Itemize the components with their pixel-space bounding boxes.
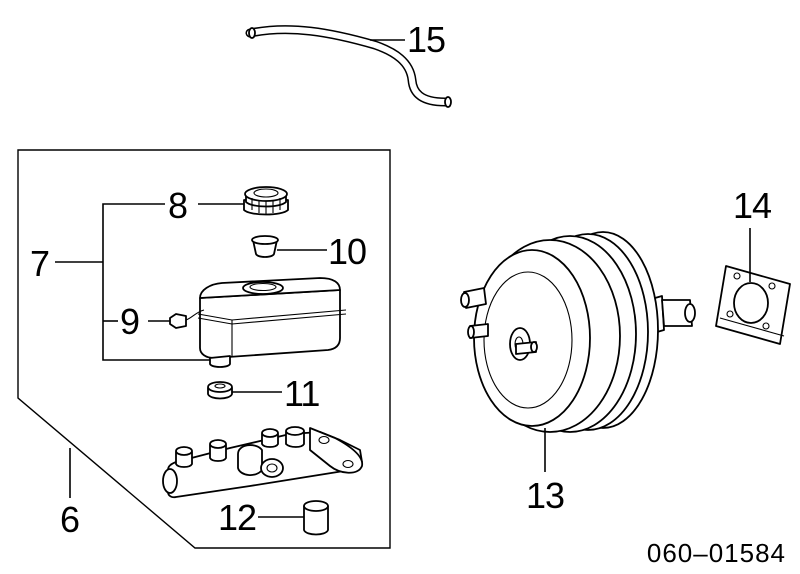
reservoir-tank-part <box>197 277 347 368</box>
booster-gasket-part <box>715 265 791 345</box>
assembly-6-boundary <box>17 149 391 549</box>
callout-13: 13 <box>526 475 564 516</box>
callout-8: 8 <box>168 185 187 226</box>
callout-7: 7 <box>30 243 49 284</box>
reservoir-cap-part <box>243 186 289 216</box>
diagram-code: 060–01584 <box>647 538 786 568</box>
cylinder-boot-part <box>303 500 329 536</box>
callout-12: 12 <box>218 497 256 538</box>
brake-booster-part <box>460 231 696 433</box>
reservoir-filter-part <box>251 235 279 258</box>
bracket-7 <box>102 203 210 361</box>
callout-9: 9 <box>120 301 139 342</box>
callout-15: 15 <box>407 19 445 60</box>
callout-14: 14 <box>733 185 771 226</box>
level-sensor-part <box>169 309 205 329</box>
callout-11: 11 <box>284 373 319 414</box>
grommet-part <box>207 381 233 400</box>
callout-6: 6 <box>60 499 79 540</box>
vacuum-hose-part <box>245 25 452 108</box>
callout-10: 10 <box>328 231 366 272</box>
master-cylinder-part <box>162 426 363 499</box>
